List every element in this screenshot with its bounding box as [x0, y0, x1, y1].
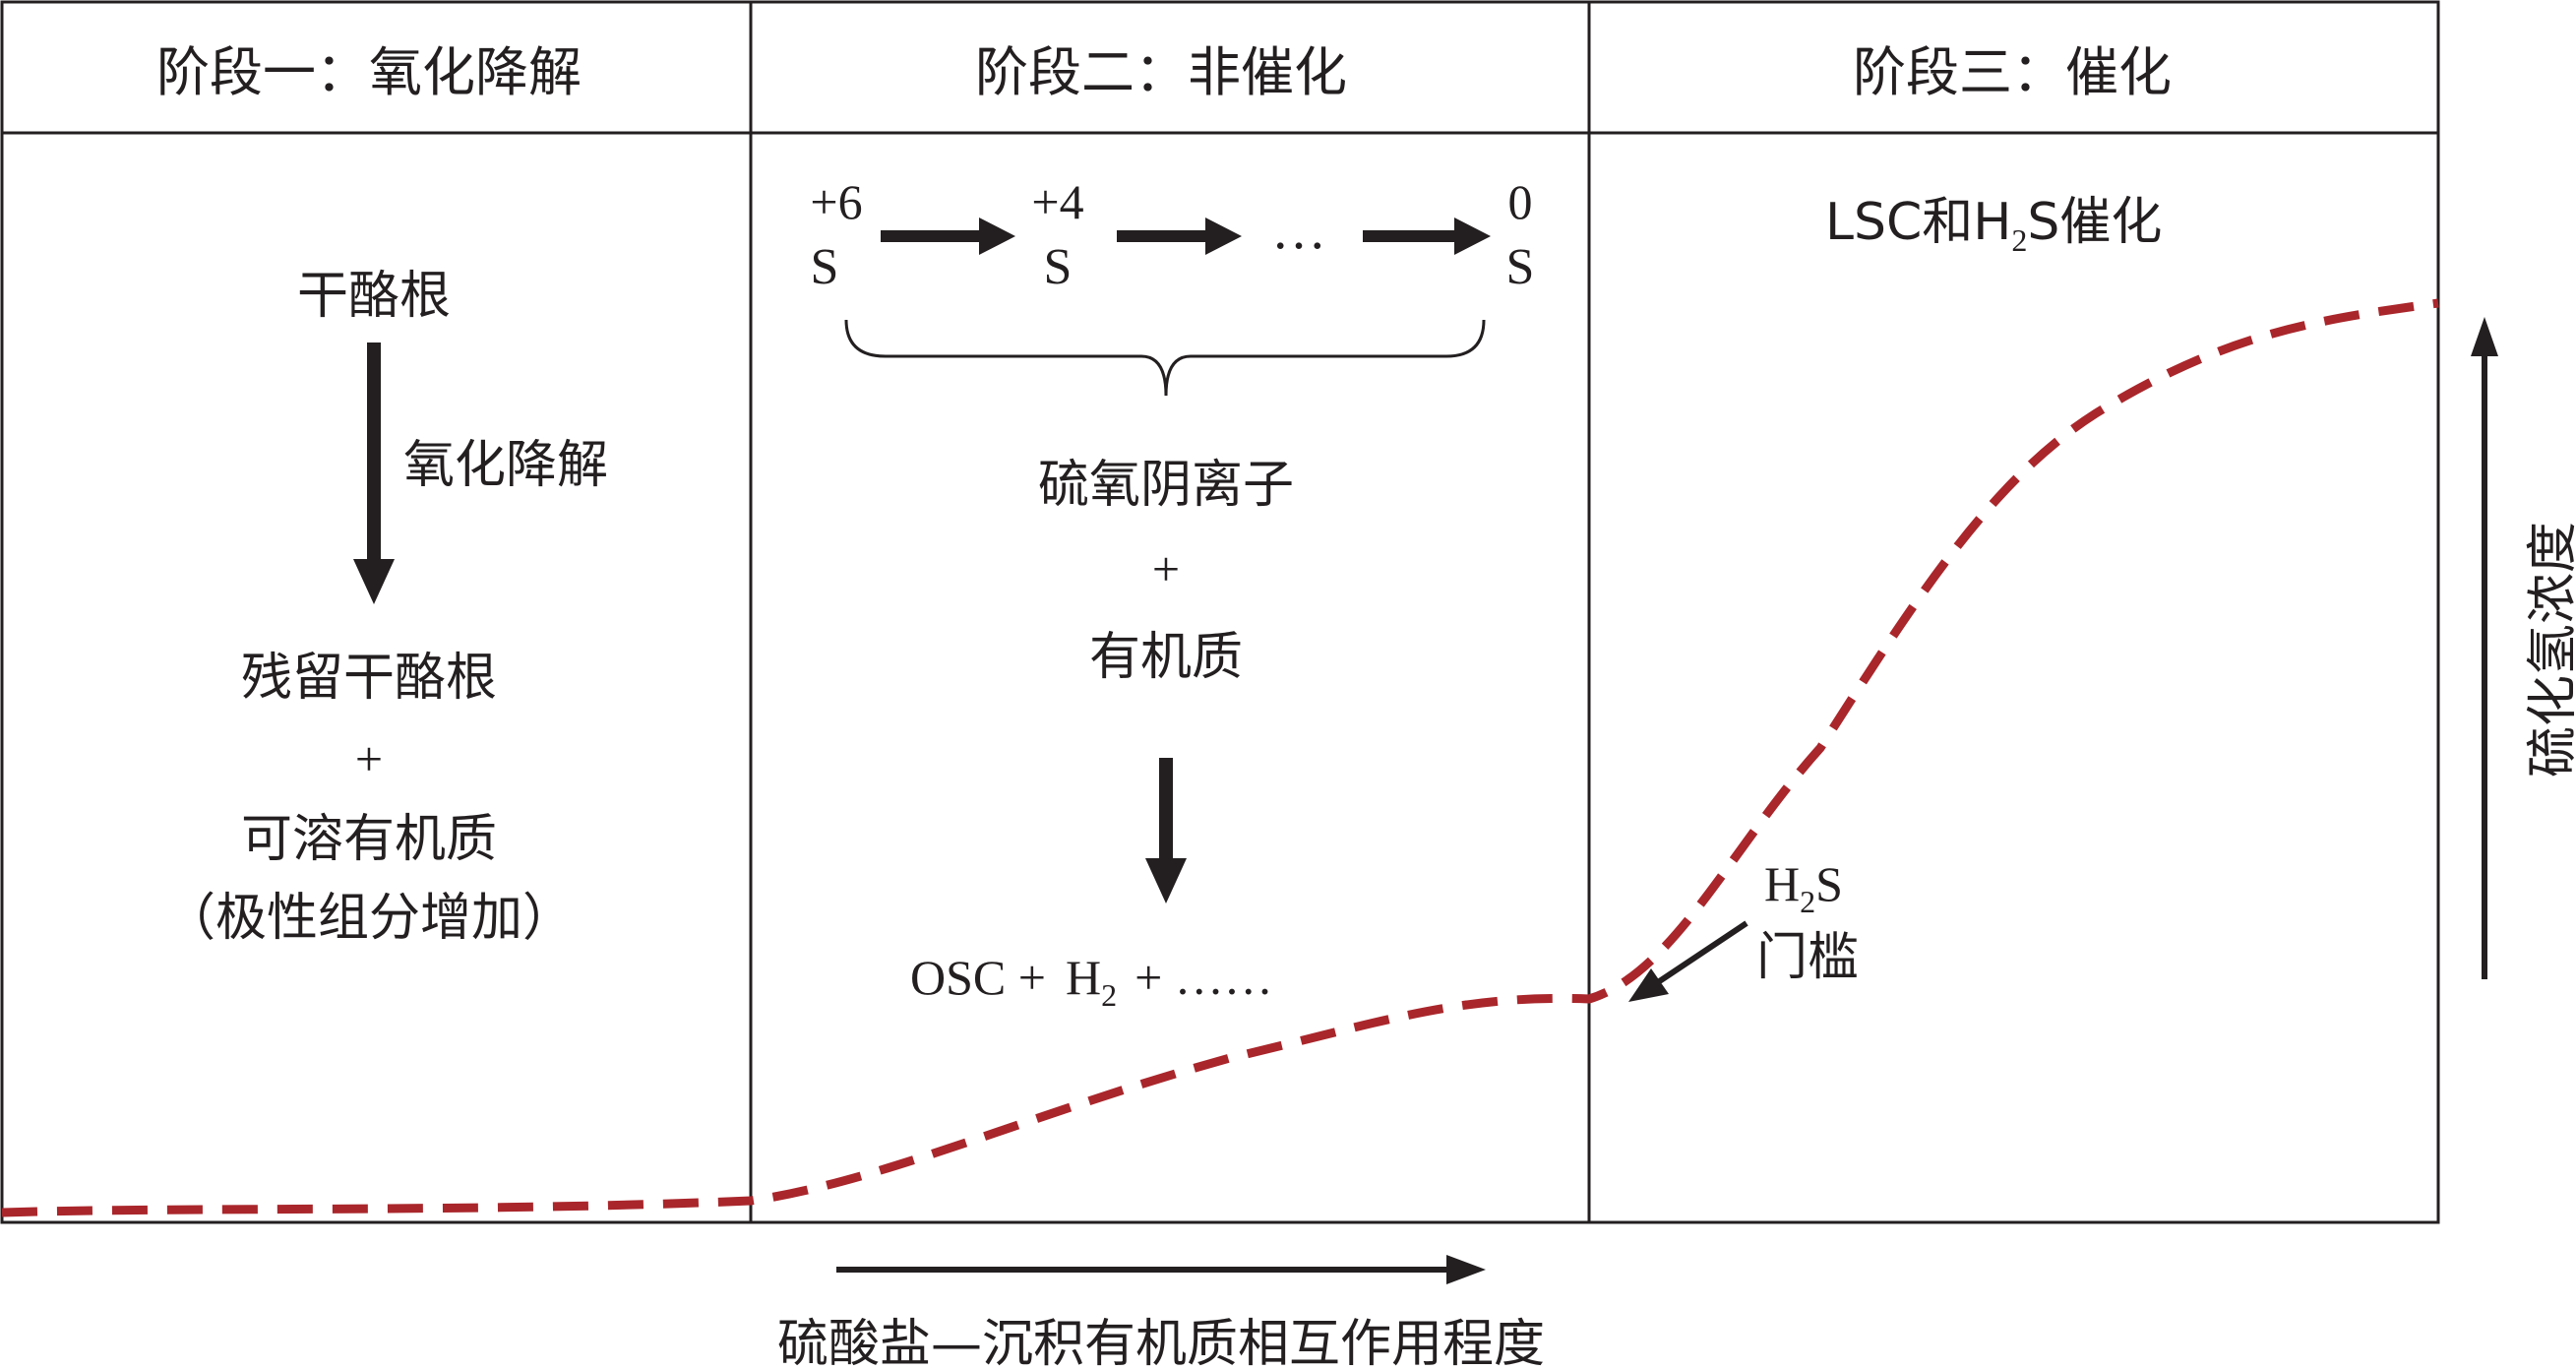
x-axis-arrowhead [1446, 1255, 1486, 1284]
valence-plus6: +6 [810, 174, 862, 229]
threshold-h2s: H2S [1764, 856, 1843, 919]
organic-matter-label: 有机质 [1089, 628, 1243, 687]
x-axis-label: 硫酸盐—沉积有机质相互作用程度 [777, 1315, 1545, 1370]
threshold-pointer-head [1628, 968, 1669, 1002]
oxidation-arrow [353, 342, 395, 604]
stage-2-title: 阶段二：非催化 [975, 41, 1347, 103]
diagram-frame [0, 0, 2440, 1224]
threshold-subscript: 2 [1800, 884, 1815, 919]
stage-3-title: 阶段三：催化 [1853, 41, 2172, 103]
y-axis-label: 硫化氢浓度 [2524, 522, 2576, 778]
stage2-plus: + [1152, 541, 1180, 596]
products-rest: + …… [1135, 950, 1273, 1005]
sequence-brace [844, 319, 1486, 397]
sulfur-oxyanion-label: 硫氧阴离子 [1038, 456, 1294, 515]
stage-1-title: 阶段一：氧化降解 [156, 41, 582, 103]
soluble-organic-label: 可溶有机质 [241, 810, 497, 869]
valence-zero: 0 [1508, 174, 1533, 229]
h2-subscript: 2 [1101, 977, 1117, 1013]
threshold-s: S [1815, 856, 1843, 911]
stage1-plus: + [355, 731, 383, 786]
reaction-products: OSC + H2 + …… [910, 950, 1273, 1013]
sequence-ellipsis: … [1271, 200, 1326, 261]
h2-h: H [1066, 950, 1101, 1005]
y-axis-arrowhead [2471, 317, 2498, 356]
reaction-arrow [1145, 758, 1187, 903]
sequence-arrow-3 [1363, 218, 1491, 255]
osc-text: OSC + [910, 950, 1046, 1005]
sulfur-s-1: S [811, 239, 839, 295]
sulfur-s-3: S [1506, 239, 1535, 295]
threshold-pointer-shaft [1656, 920, 1748, 985]
sequence-arrow-2 [1117, 218, 1242, 255]
residual-kerogen-label: 残留干酪根 [241, 649, 497, 708]
polar-increase-label: （极性组分增加） [164, 889, 574, 948]
catalysis-label-pre: LSC和H [1825, 193, 2011, 252]
sulfur-s-2: S [1044, 239, 1073, 295]
catalysis-label-post: S催化 [2027, 193, 2162, 252]
sequence-arrow-1 [881, 218, 1015, 255]
valence-plus4: +4 [1031, 174, 1083, 229]
oxidation-arrow-label: 氧化降解 [403, 436, 608, 495]
kerogen-label: 干酪根 [297, 267, 451, 326]
threshold-h: H [1764, 856, 1800, 911]
catalysis-label: LSC和H2S催化 [1825, 193, 2162, 258]
catalysis-label-sub: 2 [2011, 222, 2027, 258]
threshold-word: 门槛 [1756, 928, 1859, 987]
h2s-concentration-curve [1, 298, 2439, 1217]
